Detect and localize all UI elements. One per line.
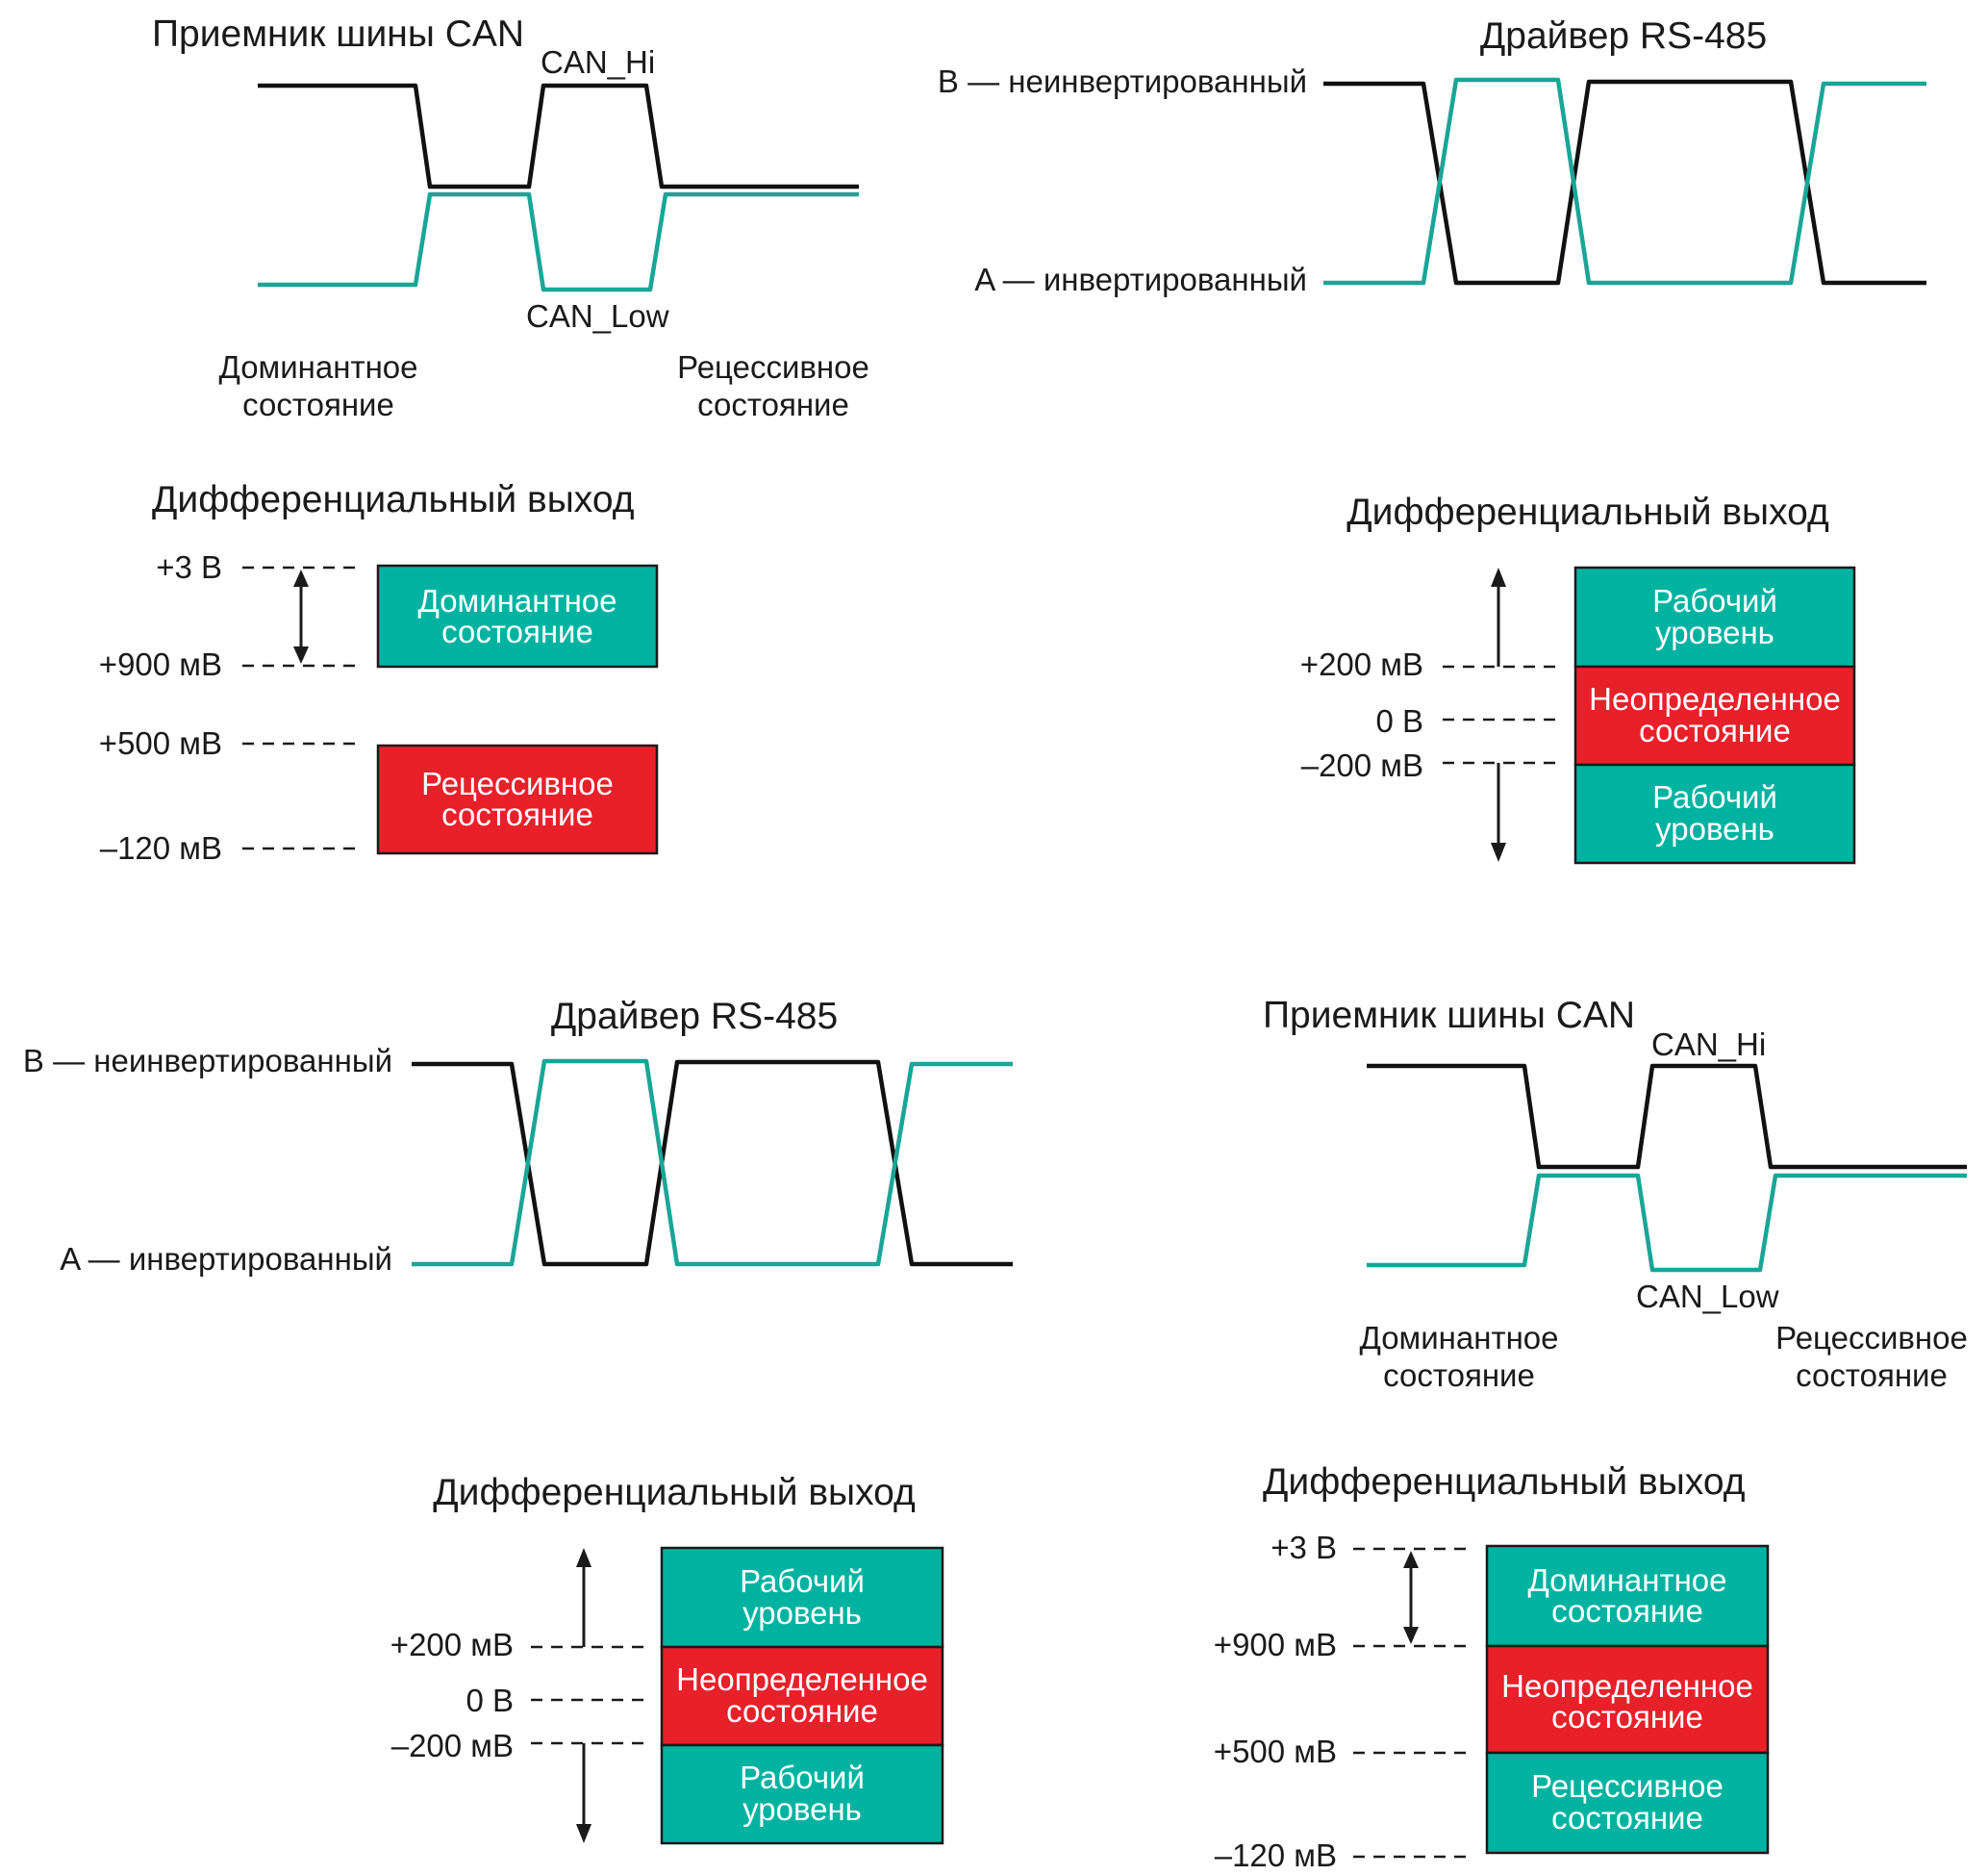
- diff-can-bottom-undef-box: [1485, 1644, 1770, 1755]
- diff-can-top-dominant-text-2: состояние: [441, 614, 593, 649]
- rs485-driver-top-panel: Драйвер RS-485 B — неинвертированный A —…: [938, 15, 1926, 297]
- diff-can-bottom-double-arrow: [1403, 1551, 1419, 1644]
- diff-rs485-bottom-work-top-text-1: Рабочий: [740, 1563, 865, 1599]
- can-bottom-dominant-label-2: состояние: [1383, 1357, 1535, 1393]
- diff-rs485-top-up-arrow: [1491, 568, 1506, 667]
- can-top-low-label: CAN_Low: [526, 298, 669, 334]
- diff-can-top-level-900mv: +900 мВ: [99, 646, 222, 682]
- diff-can-bottom-recessive-text-2: состояние: [1551, 1800, 1703, 1836]
- diff-can-top-level-500mv: +500 мВ: [99, 725, 222, 761]
- can-receiver-bottom-panel: Приемник шины CAN CAN_Hi CAN_Low Доминан…: [1263, 995, 1968, 1393]
- can-top-dominant-label-2: состояние: [242, 387, 394, 422]
- can-bottom-low-signal: [1367, 1173, 1967, 1273]
- diff-can-bottom-level-minus120mv: –120 мВ: [1215, 1837, 1337, 1873]
- diff-output-rs485-bottom-panel: Дифференциальный выход +200 мВ 0 В –200 …: [390, 1472, 944, 1845]
- diff-can-bottom-undef-text-1: Неопределенное: [1501, 1668, 1753, 1704]
- diff-rs485-top-undef-text-2: состояние: [1639, 713, 1791, 748]
- rs485-top-b-signal: [1323, 79, 1926, 286]
- diff-rs485-top-title: Дифференциальный выход: [1346, 492, 1829, 533]
- diff-rs485-top-undef-text-1: Неопределенное: [1589, 681, 1841, 717]
- diff-can-top-level-minus120mv: –120 мВ: [100, 830, 222, 866]
- diff-rs485-top-work-top-text-2: уровень: [1655, 615, 1774, 650]
- rs485-bottom-b-signal: [412, 1059, 1013, 1267]
- diff-rs485-top-level-minus200mv: –200 мВ: [1301, 747, 1423, 783]
- diff-rs485-bottom-level-0v: 0 В: [466, 1683, 514, 1718]
- diff-rs485-bottom-work-box-bottom: [660, 1743, 944, 1845]
- diff-rs485-top-work-top-text-1: Рабочий: [1652, 583, 1777, 619]
- diff-can-bottom-title: Дифференциальный выход: [1263, 1461, 1746, 1503]
- can-bottom-recessive-label-1: Рецессивное: [1775, 1320, 1968, 1356]
- can-top-title: Приемник шины CAN: [152, 13, 524, 55]
- diff-can-bottom-level-500mv: +500 мВ: [1214, 1734, 1337, 1769]
- rs485-driver-bottom-panel: Драйвер RS-485 B — неинвертированный A —…: [23, 996, 1013, 1277]
- can-bottom-recessive-label-2: состояние: [1796, 1357, 1948, 1393]
- rs485-top-title: Драйвер RS-485: [1480, 15, 1767, 57]
- diff-rs485-bottom-level-200mv: +200 мВ: [390, 1627, 514, 1662]
- rs485-bottom-a-signal: [412, 1058, 1013, 1267]
- diff-can-top-dominant-text-1: Доминантное: [417, 583, 617, 619]
- can-bottom-low-label: CAN_Low: [1636, 1279, 1779, 1314]
- diff-rs485-bottom-undef-box: [660, 1645, 944, 1747]
- rs485-top-a-signal: [1323, 77, 1926, 286]
- diff-rs485-bottom-level-minus200mv: –200 мВ: [391, 1728, 514, 1763]
- diff-rs485-top-work-box-bottom: [1573, 763, 1856, 865]
- diff-rs485-top-level-200mv: +200 мВ: [1300, 646, 1423, 682]
- diff-can-bottom-recessive-box: [1485, 1751, 1770, 1855]
- diff-can-bottom-dominant-box: [1485, 1544, 1770, 1648]
- diff-can-top-title: Дифференциальный выход: [152, 479, 635, 520]
- diff-output-can-bottom-panel: Дифференциальный выход +3 В +900 мВ +500…: [1214, 1461, 1770, 1873]
- can-top-low-signal: [258, 191, 859, 292]
- diff-rs485-bottom-undef-text-2: состояние: [726, 1693, 878, 1729]
- can-top-recessive-label-2: состояние: [697, 387, 849, 422]
- can-top-hi-label: CAN_Hi: [541, 44, 655, 80]
- diff-can-bottom-dominant-text-2: состояние: [1551, 1593, 1703, 1629]
- can-bottom-hi-label: CAN_Hi: [1651, 1026, 1766, 1062]
- can-bottom-dominant-label-1: Доминантное: [1359, 1320, 1558, 1356]
- can-top-hi-signal: [258, 83, 859, 190]
- rs485-top-a-label: A — инвертированный: [974, 262, 1307, 297]
- diff-can-top-recessive-text-2: состояние: [441, 797, 593, 832]
- diff-can-top-recessive-text-1: Рецессивное: [421, 766, 614, 801]
- rs485-top-b-label: B — неинвертированный: [938, 63, 1307, 99]
- diff-rs485-bottom-title: Дифференциальный выход: [433, 1472, 916, 1513]
- diff-can-top-level-3v: +3 В: [156, 549, 222, 585]
- diff-can-bottom-dominant-text-1: Доминантное: [1527, 1562, 1726, 1598]
- diff-rs485-bottom-down-arrow: [576, 1743, 591, 1843]
- can-bottom-hi-signal: [1367, 1063, 1967, 1170]
- diff-rs485-top-work-bottom-text-1: Рабочий: [1652, 779, 1777, 815]
- can-receiver-top-panel: Приемник шины CAN CAN_Hi CAN_Low Доминан…: [152, 13, 869, 422]
- rs485-bottom-a-label: A — инвертированный: [60, 1241, 392, 1277]
- diff-rs485-bottom-work-bottom-text-1: Рабочий: [740, 1760, 865, 1795]
- diff-rs485-top-down-arrow: [1491, 763, 1506, 862]
- diff-can-top-double-arrow: [293, 570, 309, 664]
- diff-rs485-bottom-work-bottom-text-2: уровень: [742, 1791, 862, 1827]
- diff-rs485-bottom-work-box-top: [660, 1546, 944, 1649]
- diff-rs485-bottom-work-top-text-2: уровень: [742, 1595, 862, 1631]
- can-bottom-title: Приемник шины CAN: [1263, 995, 1635, 1036]
- can-top-dominant-label-1: Доминантное: [218, 349, 417, 385]
- diff-output-can-top-panel: Дифференциальный выход +3 В +900 мВ +500…: [99, 479, 659, 866]
- rs485-bottom-title: Драйвер RS-485: [551, 996, 838, 1037]
- diff-output-rs485-top-panel: Дифференциальный выход +200 мВ 0 В –200 …: [1300, 492, 1856, 865]
- diff-rs485-bottom-undef-text-1: Неопределенное: [676, 1661, 928, 1697]
- diff-can-bottom-level-3v: +3 В: [1271, 1530, 1337, 1565]
- rs485-bottom-b-label: B — неинвертированный: [23, 1043, 392, 1078]
- diff-rs485-top-level-0v: 0 В: [1375, 703, 1423, 739]
- diff-rs485-bottom-up-arrow: [576, 1548, 591, 1647]
- diff-can-bottom-undef-text-2: состояние: [1551, 1699, 1703, 1735]
- diff-can-bottom-recessive-text-1: Рецессивное: [1531, 1768, 1724, 1804]
- diff-can-top-dominant-box: [376, 564, 659, 669]
- diff-can-bottom-level-900mv: +900 мВ: [1214, 1627, 1337, 1662]
- diff-rs485-top-work-bottom-text-2: уровень: [1655, 811, 1774, 847]
- diff-can-top-recessive-box: [376, 744, 659, 855]
- can-top-recessive-label-1: Рецессивное: [677, 349, 869, 385]
